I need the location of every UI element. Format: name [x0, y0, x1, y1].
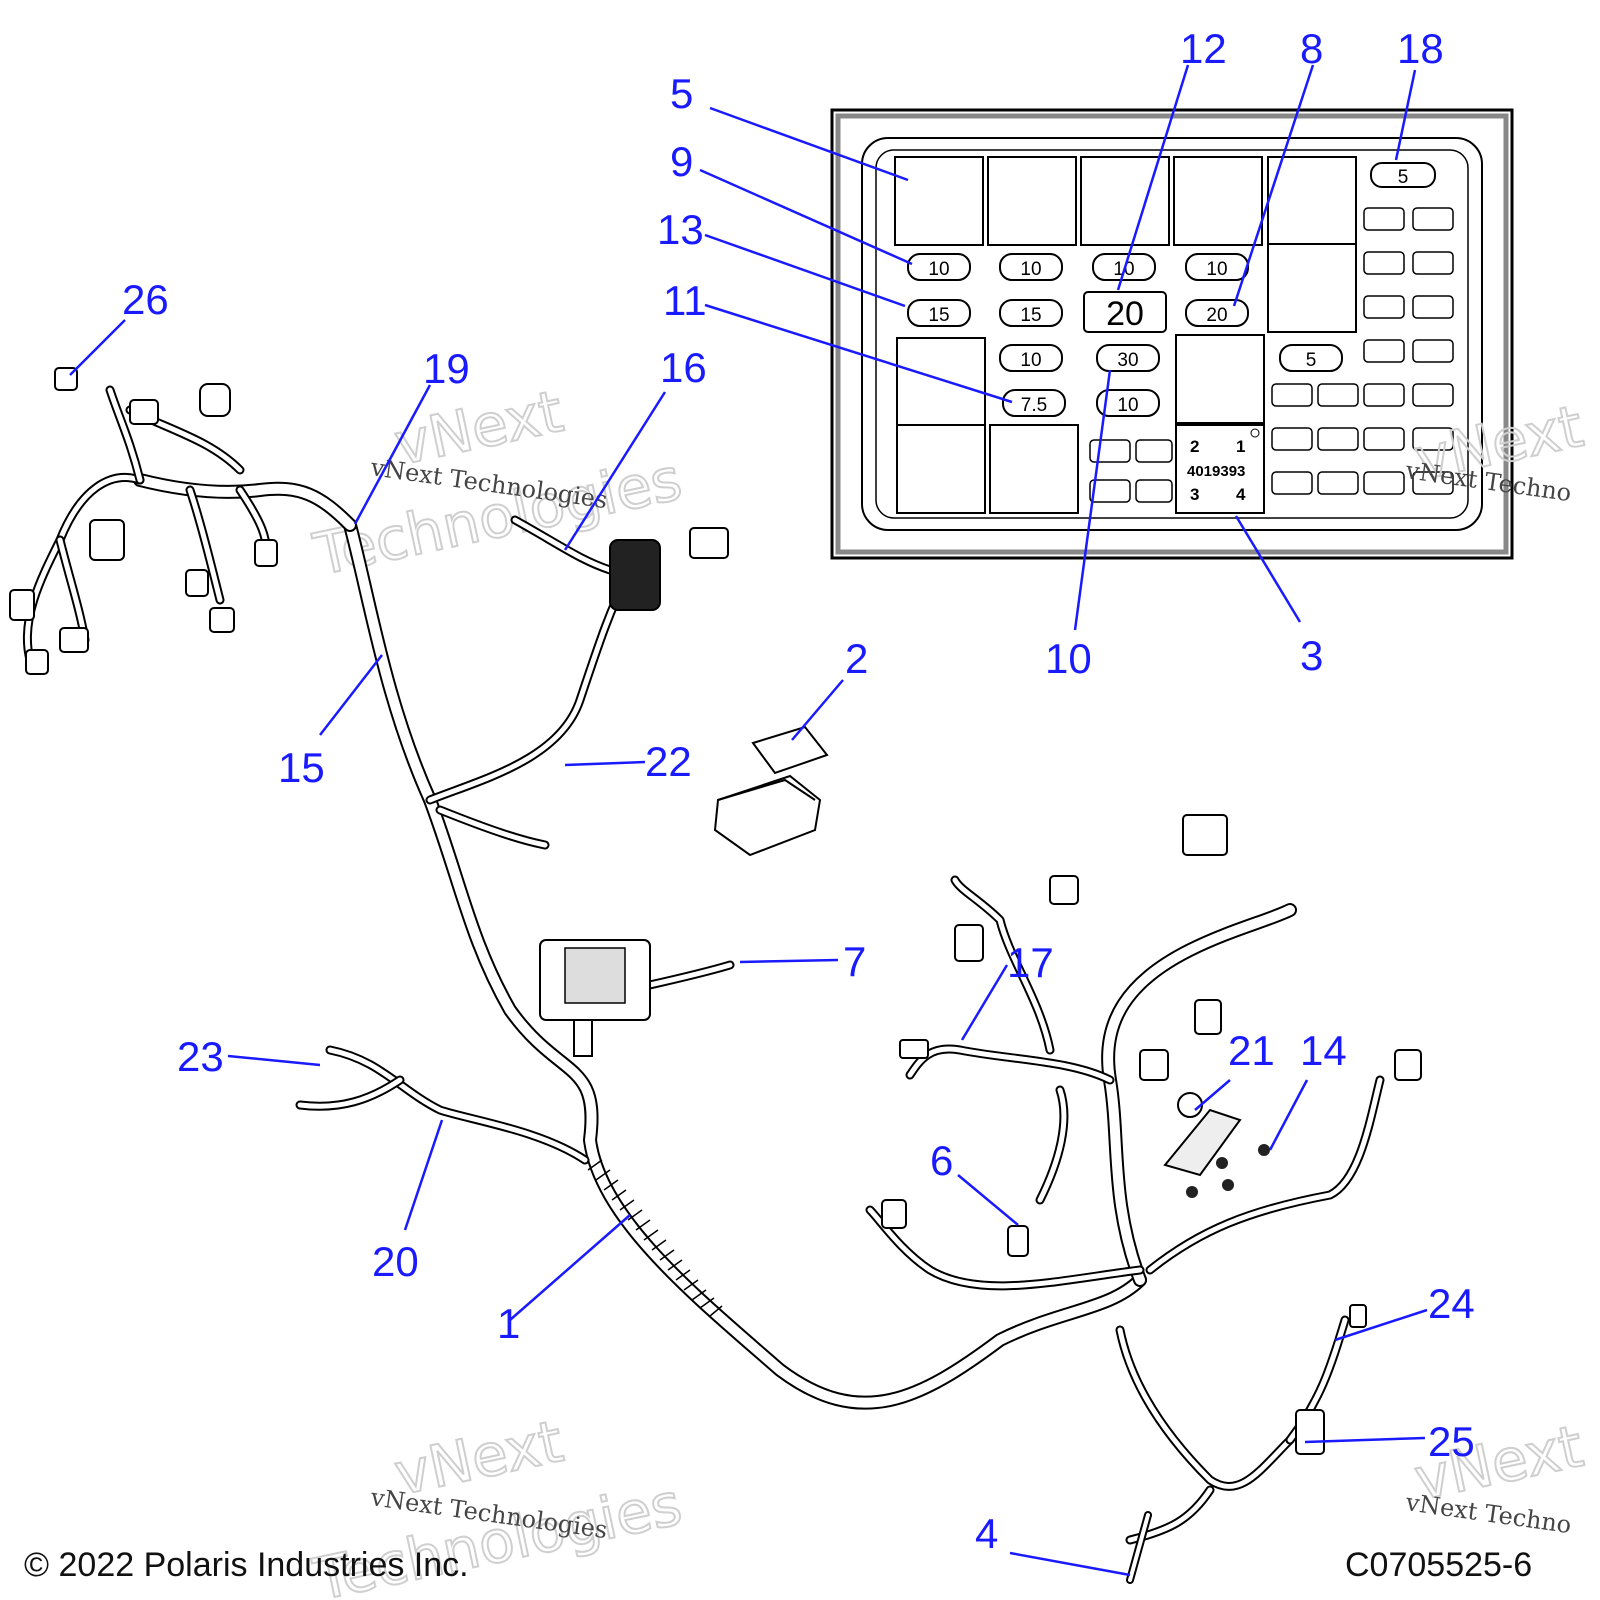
callout-23: 23: [177, 1033, 224, 1080]
relay-slot: [896, 424, 986, 514]
fuse-box-inset: 2 1 4019393 3 4 10 10: [830, 108, 1514, 560]
relay-pin-2: 2: [1190, 437, 1199, 456]
relay-slot: [1173, 156, 1263, 246]
fuse-label: 5: [1306, 350, 1317, 371]
fuse-row-4: 7.5 10: [1002, 389, 1160, 417]
fuse-label: 10: [1206, 259, 1227, 280]
drawing-code: C0705525-6: [1345, 1546, 1533, 1584]
relay-slot: [1175, 334, 1265, 424]
ground-lead: [1126, 1511, 1152, 1584]
fuse-label-top-right: 5: [1398, 167, 1409, 188]
callout-16: 16: [660, 344, 707, 391]
fuse-row-2: 15 15 20 20: [907, 291, 1249, 333]
relay-slot: [896, 337, 986, 427]
fuse-label: 30: [1117, 350, 1138, 371]
callout-22: 22: [645, 738, 692, 785]
relay-slot: [894, 156, 984, 246]
callout-21: 21: [1228, 1027, 1275, 1074]
copyright-text: © 2022 Polaris Industries Inc.: [24, 1546, 469, 1584]
fuse-label: 10: [1117, 395, 1138, 416]
relay-connector-upper: [609, 527, 729, 611]
corrugated-conduit: [587, 1159, 723, 1317]
relay-4019393: 2 1 4019393 3 4: [1175, 424, 1265, 514]
fuse-label: 10: [1020, 350, 1041, 371]
relay-part-number: 4019393: [1187, 463, 1245, 480]
upper-left-harness: [9, 367, 278, 675]
callout-24: 24: [1428, 1280, 1475, 1327]
callout-3: 3: [1300, 632, 1323, 679]
fuse-label: 15: [1020, 305, 1041, 326]
callout-8: 8: [1300, 25, 1323, 72]
callout-18: 18: [1397, 25, 1444, 72]
screws: [1186, 1144, 1270, 1198]
relay-slot: [1267, 243, 1357, 333]
relay-pin-3: 3: [1190, 485, 1199, 504]
relay-pin-4: 4: [1236, 485, 1246, 504]
leader-lines: [69, 64, 1428, 1577]
relay-pin-1: 1: [1236, 437, 1245, 456]
callout-numbers: 1 2 3 4 5 6 7 8 9 10 11 12 13 14 15 16 1…: [122, 25, 1475, 1557]
ecu-module: [539, 939, 651, 1057]
connectors-right: [881, 814, 1422, 1455]
callout-5: 5: [670, 70, 693, 117]
callout-10: 10: [1045, 635, 1092, 682]
fuse-label: 7.5: [1021, 395, 1047, 416]
fuse-row-3: 10 30 5: [999, 344, 1343, 372]
callout-19: 19: [423, 345, 470, 392]
relay-slot: [987, 156, 1077, 246]
fuse-label-large: 20: [1106, 295, 1144, 333]
callout-26: 26: [122, 276, 169, 323]
callout-4: 4: [975, 1510, 998, 1557]
fuse-label: 20: [1206, 305, 1227, 326]
callout-17: 17: [1007, 939, 1054, 986]
module-box: [713, 774, 822, 857]
callout-12: 12: [1180, 25, 1227, 72]
callout-7: 7: [843, 938, 866, 985]
callout-13: 13: [657, 206, 704, 253]
callout-25: 25: [1428, 1418, 1475, 1465]
relay-slot: [1267, 156, 1357, 246]
label-sheet: [751, 725, 829, 775]
fuse-label: 15: [928, 305, 949, 326]
callout-2: 2: [845, 635, 868, 682]
fuse-label: 10: [1020, 259, 1041, 280]
callout-20: 20: [372, 1238, 419, 1285]
terminal-block: [1163, 1092, 1242, 1177]
callout-9: 9: [670, 138, 693, 185]
callout-11: 11: [663, 277, 707, 324]
callout-6: 6: [930, 1137, 953, 1184]
relay-slot: [989, 424, 1079, 514]
callout-1: 1: [497, 1300, 520, 1347]
callout-15: 15: [278, 744, 325, 791]
callout-14: 14: [1300, 1027, 1347, 1074]
fuse-label: 10: [928, 259, 949, 280]
